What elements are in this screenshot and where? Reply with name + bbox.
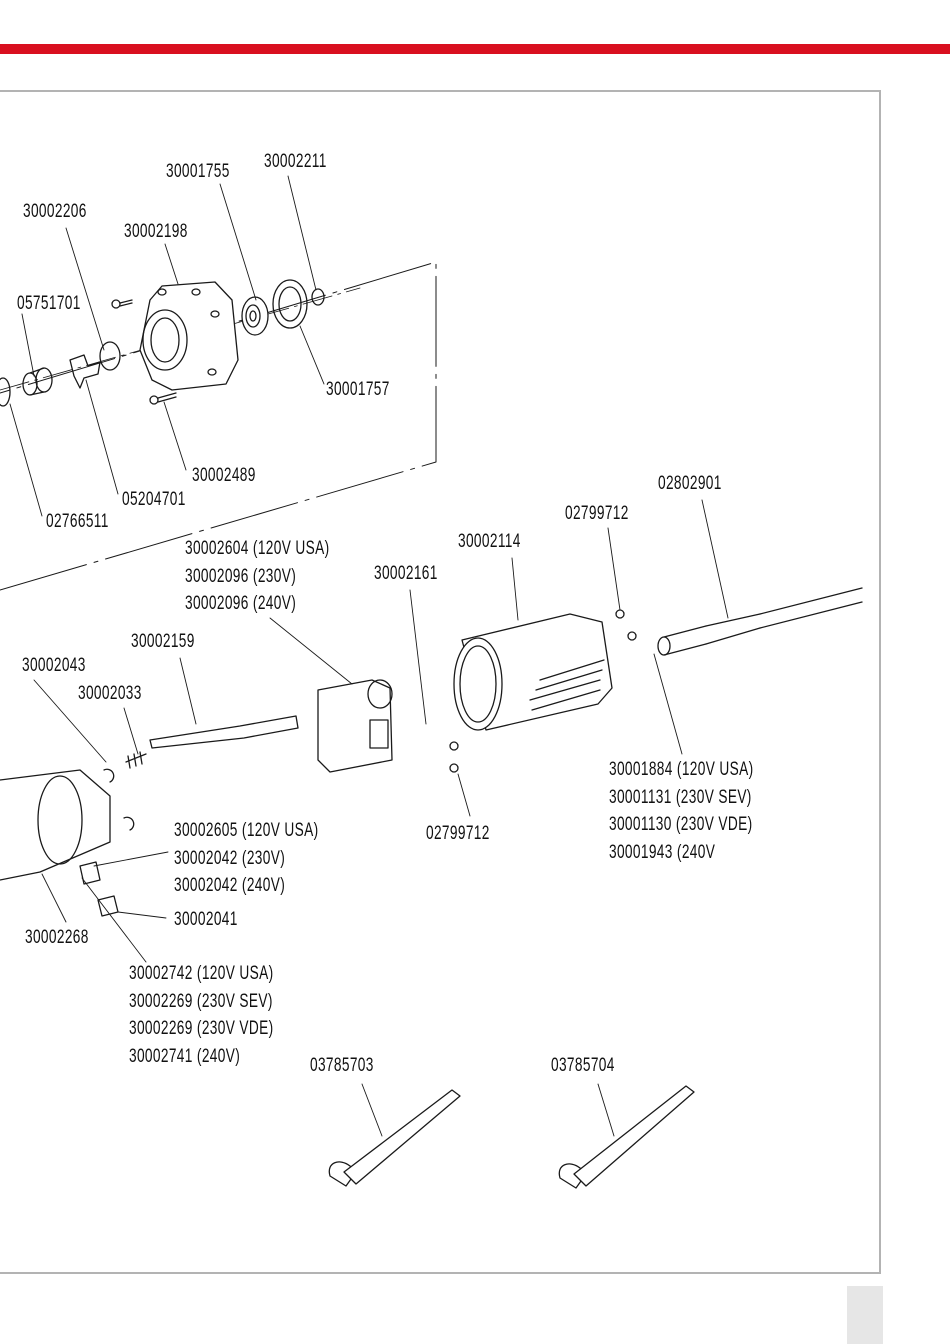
motor-body xyxy=(0,769,111,881)
seal-ring xyxy=(311,288,325,306)
label-02799712-top: 02799712 xyxy=(565,503,629,524)
label-05204701: 05204701 xyxy=(122,489,186,510)
screw-lower xyxy=(149,392,177,405)
power-cable xyxy=(657,587,863,656)
label-30002605-line-2: 30002042 (230V) xyxy=(174,847,286,869)
switch-lever xyxy=(149,715,299,749)
screw-upper xyxy=(111,299,133,309)
label-30001884-group: 30001884 (120V USA) 30001131 (230V SEV) … xyxy=(609,756,753,866)
label-30002043: 30002043 xyxy=(22,655,86,676)
label-30002604-group: 30002604 (120V USA) 30002096 (230V) 3000… xyxy=(185,535,329,618)
coupling xyxy=(69,341,121,389)
label-30002114: 30002114 xyxy=(458,531,521,552)
label-30002033: 30002033 xyxy=(78,683,142,704)
label-02802901: 02802901 xyxy=(658,473,722,494)
label-30001757: 30001757 xyxy=(326,379,390,400)
label-30002742-line-4: 30002741 (240V) xyxy=(129,1045,241,1067)
ring-left xyxy=(0,377,11,407)
label-03785704: 03785704 xyxy=(551,1055,615,1076)
bearing xyxy=(241,296,269,336)
leader-lines xyxy=(9,175,729,1137)
header-accent-bar xyxy=(0,44,950,54)
screw-switch-1 xyxy=(449,741,459,751)
label-30002605-group: 30002605 (120V USA) 30002042 (230V) 3000… xyxy=(174,817,318,900)
label-02766511: 02766511 xyxy=(46,511,109,532)
label-30001884-line-3: 30001130 (230V VDE) xyxy=(609,814,753,835)
carbon-brush xyxy=(97,895,119,917)
retaining-ring xyxy=(272,279,308,329)
gear-housing xyxy=(139,281,239,391)
label-30002742-line-3: 30002269 (230V VDE) xyxy=(129,1018,274,1039)
label-30002604-line-3: 30002096 (240V) xyxy=(185,593,297,614)
label-30001884-line-1: 30001884 (120V USA) xyxy=(609,759,754,780)
label-30001884-line-2: 30001131 (230V SEV) xyxy=(609,786,752,808)
switch-assembly xyxy=(317,679,393,773)
label-30002742-group: 30002742 (120V USA) 30002269 (230V SEV) … xyxy=(129,960,273,1070)
label-30002489: 30002489 xyxy=(192,465,256,486)
motor-housing xyxy=(453,613,613,731)
label-30002206: 30002206 xyxy=(23,201,87,222)
screw-cable-1 xyxy=(615,609,625,619)
label-30002198: 30002198 xyxy=(124,221,188,242)
brush-holder xyxy=(79,861,101,885)
screw-switch-2 xyxy=(449,763,459,773)
sleeve xyxy=(22,367,53,396)
label-30002605-line-1: 30002605 (120V USA) xyxy=(174,820,319,841)
clip-upper xyxy=(103,768,115,783)
label-30002211: 30002211 xyxy=(264,151,327,172)
diagram-frame xyxy=(0,90,881,1274)
label-05751701: 05751701 xyxy=(17,293,81,314)
label-30002161: 30002161 xyxy=(374,563,438,584)
label-30001755: 30001755 xyxy=(166,161,230,182)
wrench-03785704 xyxy=(558,1085,695,1189)
label-30001884-line-4: 30001943 (240V xyxy=(609,841,716,863)
wrench-03785703 xyxy=(328,1089,461,1187)
clip-lower xyxy=(123,816,135,831)
label-03785703: 03785703 xyxy=(310,1055,374,1076)
label-30002268: 30002268 xyxy=(25,927,89,948)
label-30002742-line-1: 30002742 (120V USA) xyxy=(129,963,274,984)
spring xyxy=(125,751,147,769)
page-tab xyxy=(847,1286,883,1344)
screw-cable-2 xyxy=(627,631,637,641)
label-30002605-line-3: 30002042 (240V) xyxy=(174,875,286,896)
label-30002159: 30002159 xyxy=(131,631,195,652)
label-02799712-bottom: 02799712 xyxy=(426,823,490,844)
label-30002604-line-1: 30002604 (120V USA) xyxy=(185,538,330,559)
label-30002742-line-2: 30002269 (230V SEV) xyxy=(129,990,273,1012)
label-30002604-line-2: 30002096 (230V) xyxy=(185,565,297,587)
label-30002041: 30002041 xyxy=(174,909,238,930)
